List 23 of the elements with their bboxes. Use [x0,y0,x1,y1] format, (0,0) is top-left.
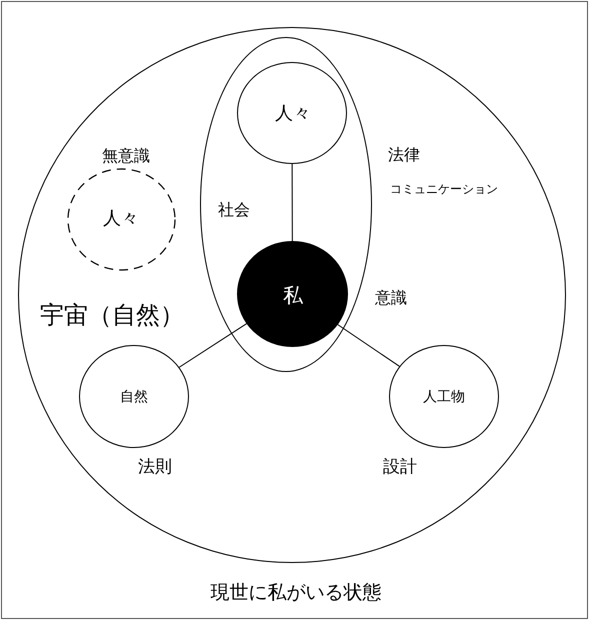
node-label: 人々 [275,105,311,123]
node-label: 社会 [218,202,250,218]
heading-label: 宇宙（自然） [40,303,184,327]
unconscious-people-circle [67,168,176,271]
text-label: コミュニケーション [390,183,498,195]
node-caption: 設計 [383,459,417,476]
node-label: 人々 [103,210,139,228]
society-ellipse [200,37,372,372]
node-caption: 無意識 [102,148,150,164]
text-label: 法律 [388,147,420,163]
node-label: 私 [283,285,303,305]
universe-circle [18,27,566,563]
artifact-circle [389,345,499,448]
caption: 現世に私がいる状態 [210,584,382,602]
connector-line [178,323,248,368]
node-label: 人工物 [423,390,465,404]
node-label: 自然 [120,390,148,404]
nature-circle [79,345,189,448]
connector-line [337,324,400,367]
node-caption: 法則 [138,459,172,476]
text-label: 意識 [375,290,407,306]
people-circle [237,62,347,164]
connector-line [292,164,293,242]
